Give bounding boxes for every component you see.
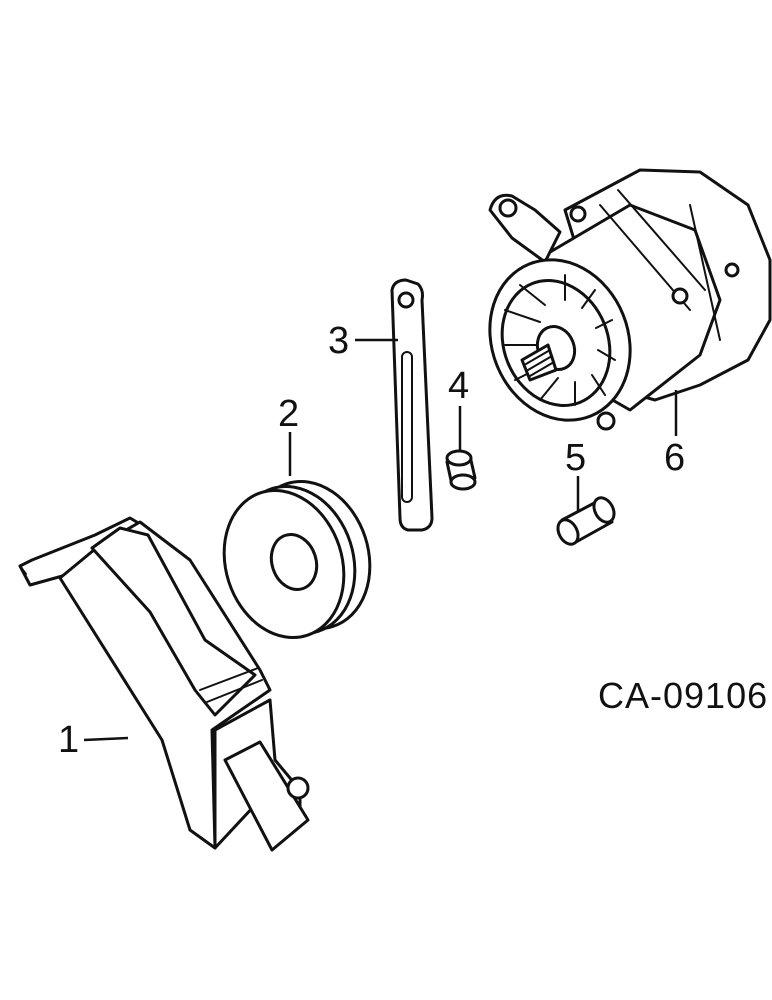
part-3-adjusting-strap xyxy=(390,278,434,532)
part-5-bushing xyxy=(556,496,616,546)
callout-2: 2 xyxy=(278,393,299,435)
callout-1: 1 xyxy=(58,719,79,761)
callout-5: 5 xyxy=(565,437,586,479)
part-1-belt-guard xyxy=(18,516,310,852)
reference-code: CA-09106 xyxy=(598,675,768,716)
callout-4: 4 xyxy=(448,365,469,407)
part-2-pulley xyxy=(222,479,372,640)
callout-3: 3 xyxy=(328,320,349,362)
leader-lines xyxy=(83,338,678,742)
part-6-alternator xyxy=(488,168,772,431)
leader-1 xyxy=(83,736,129,742)
callout-6: 6 xyxy=(664,437,685,479)
part-4-spacer xyxy=(445,449,477,491)
